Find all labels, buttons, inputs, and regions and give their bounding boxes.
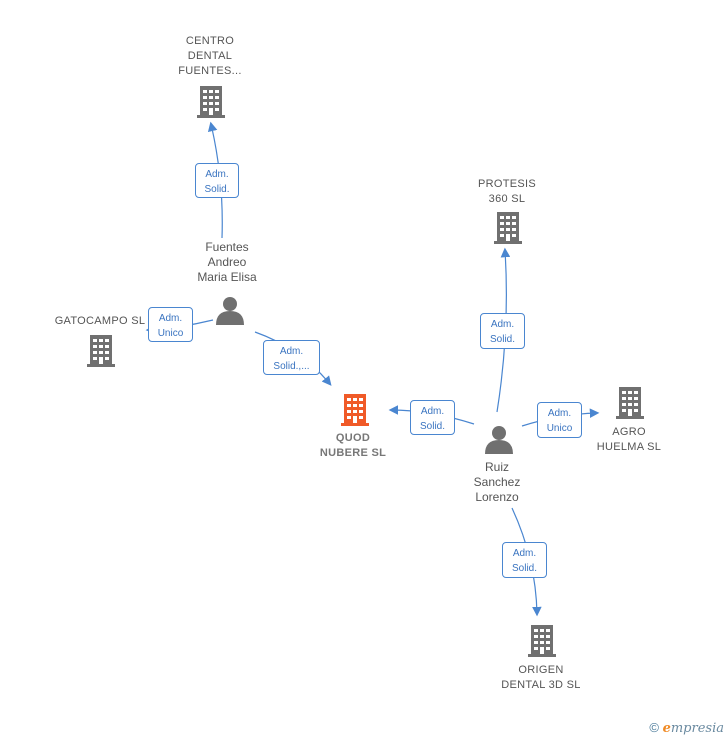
node-label-origen[interactable]: ORIGEN DENTAL 3D SL [501,664,581,691]
edge-label-ruiz-protesis[interactable]: Adm. Solid. [480,313,525,349]
node-label-gatocampo[interactable]: GATOCAMPO SL [54,315,146,327]
node-label-fuentes[interactable]: Fuentes Andreo Maria Elisa [197,240,257,284]
node-label-centro[interactable]: CENTRO DENTAL FUENTES... [178,35,242,77]
building-icon-quod[interactable] [341,394,369,426]
edge-label-ruiz-agro[interactable]: Adm. Unico [537,402,582,438]
building-icon-agro[interactable] [616,387,644,419]
edge-label-fuentes-centro[interactable]: Adm. Solid. [195,163,239,198]
building-icon-gatocampo[interactable] [87,335,115,367]
edge-label-fuentes-gatocampo[interactable]: Adm. Unico [148,307,193,342]
building-icon-protesis[interactable] [494,212,522,244]
edge-label-ruiz-origen[interactable]: Adm. Solid. [502,542,547,578]
building-icon-origen[interactable] [528,625,556,657]
brand-footer[interactable]: © empresia [649,720,724,736]
person-icon-ruiz[interactable] [485,426,513,454]
edge-label-fuentes-quod[interactable]: Adm. Solid.,... [263,340,320,375]
edge-label-ruiz-quod[interactable]: Adm. Solid. [410,400,455,435]
person-icon-fuentes[interactable] [216,297,244,325]
node-label-quod[interactable]: QUOD NUBERE SL [319,432,387,459]
copyright-icon: © [649,720,659,735]
brand-name: mpresia [670,721,724,736]
node-label-protesis[interactable]: PROTESIS 360 SL [477,178,537,205]
brand-initial: e [662,721,671,736]
node-label-ruiz[interactable]: Ruiz Sanchez Lorenzo [473,460,521,504]
building-icon-centro[interactable] [197,86,225,118]
node-label-agro[interactable]: AGRO HUELMA SL [596,426,662,453]
